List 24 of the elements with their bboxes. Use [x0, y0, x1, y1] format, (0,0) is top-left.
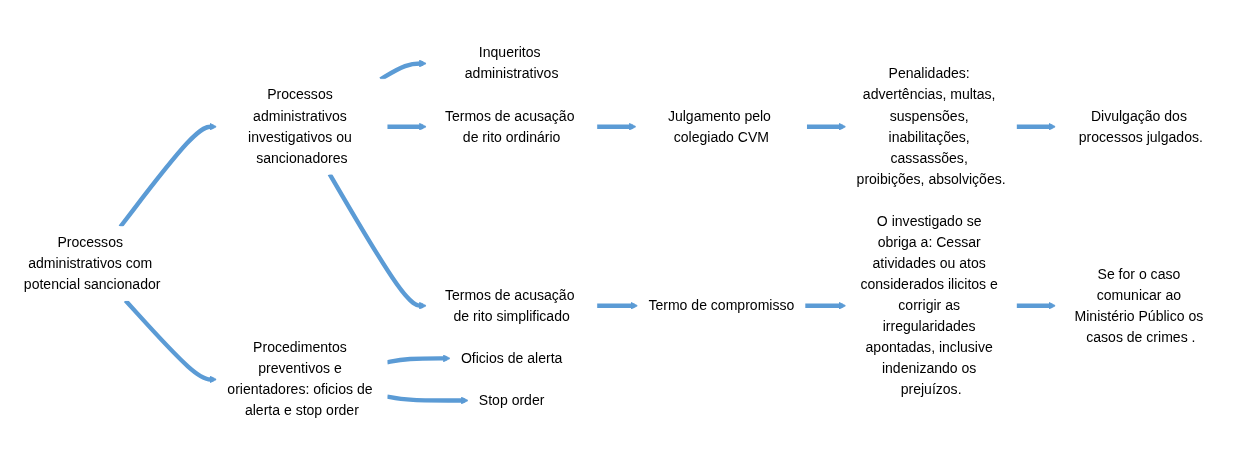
arrow [379, 59, 427, 82]
arrow [806, 122, 847, 131]
arrow [386, 394, 469, 405]
node-text: Termo de compromisso [648, 297, 795, 313]
arrow [387, 122, 427, 131]
node-text: Termos de acusação de rito ordinário [444, 108, 575, 145]
arrow [386, 354, 451, 365]
node-text: O investigado se obriga a: Cessar atividades ou atos considerados ilicitos e corrigir as irregularidades apontadas, inclusive indenizando os prejuízos. [860, 213, 998, 397]
node-text: Oficios de alerta [460, 350, 563, 366]
node-text: Stop order [478, 392, 545, 408]
arrow [1016, 301, 1057, 310]
node-text: Divulgação dos processos julgados. [1078, 108, 1203, 145]
node-text: Inqueritos administrativos [464, 45, 559, 82]
node-text: Julgamento pelo colegiado CVM [667, 108, 771, 145]
node-text: Processos administrativos investigativos ou sancionadores [248, 87, 352, 166]
node-text: Processos administrativos com potencial sancionador [23, 234, 161, 292]
arrow [1016, 122, 1057, 131]
node-text: Penalidades: advertências, multas, suspensões, inabilitações, cassassões, proibições, absolvições. [856, 66, 1006, 187]
arrow [596, 122, 637, 131]
arrow [804, 301, 847, 310]
node-text: Procedimentos preventivos e orientadores: oficios de alerta e stop order [227, 339, 373, 419]
arrow [596, 301, 639, 310]
node-text: Termos de acusação de rito simplificado [444, 287, 575, 324]
node-text: Se for o caso comunicar ao Ministério Público os casos de crimes . [1074, 266, 1204, 345]
